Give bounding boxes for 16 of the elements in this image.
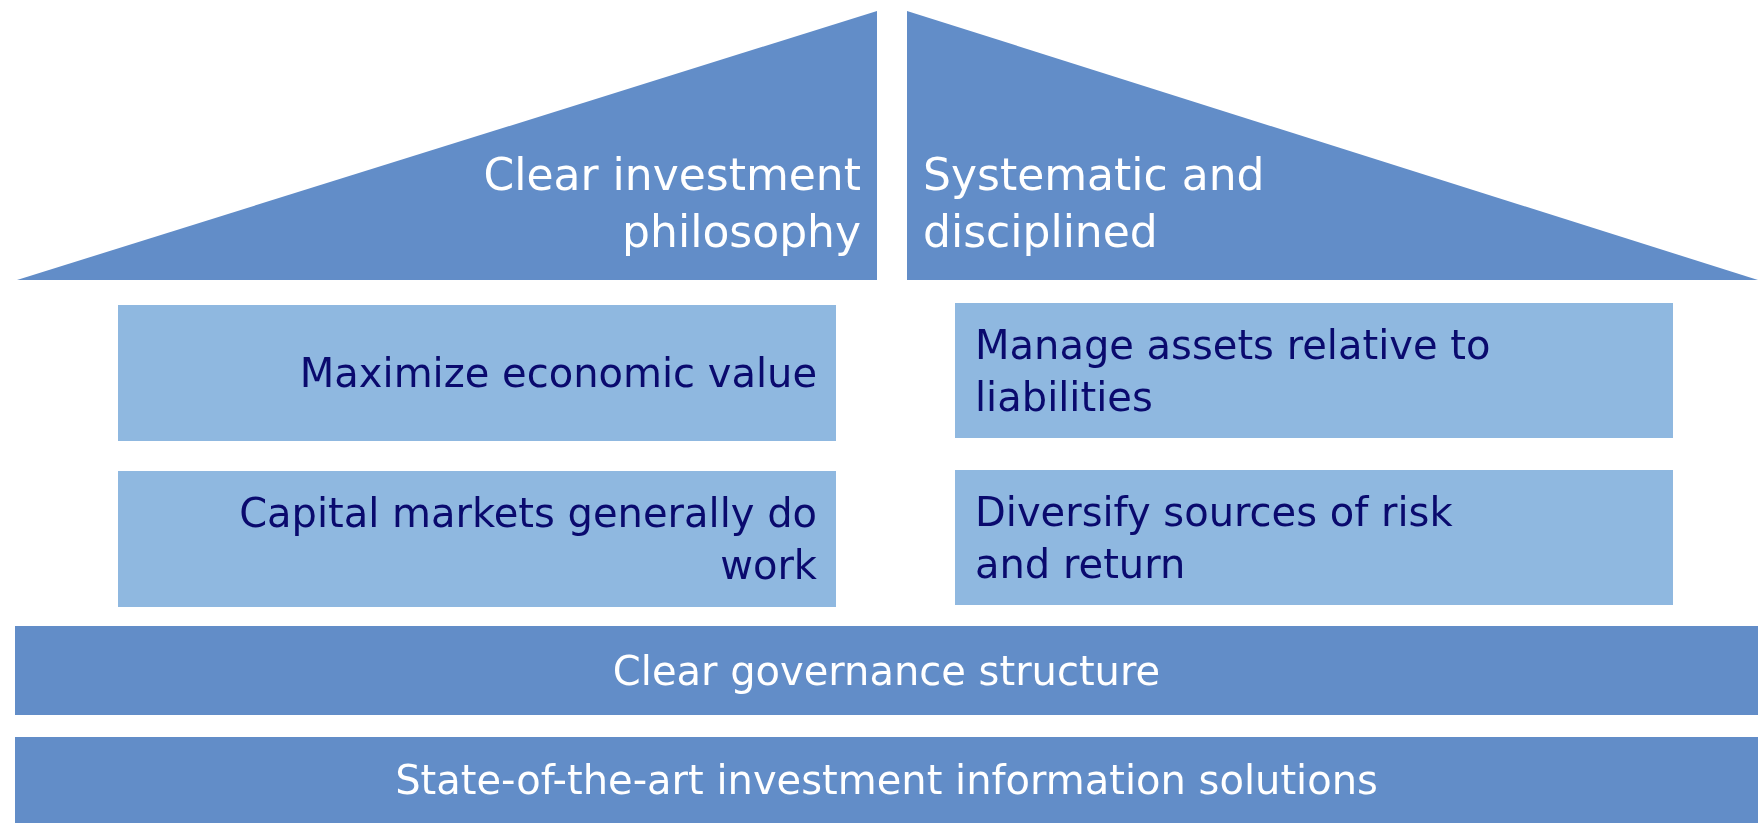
node-label: Maximize economic value — [299, 349, 817, 398]
foundation-bar — [15, 737, 1758, 823]
foundation-bar — [15, 626, 1758, 715]
pillar-box — [118, 471, 836, 607]
node-label: Clear investment philosophy — [482, 147, 861, 259]
pillar-box — [118, 305, 836, 441]
pillar-box — [955, 303, 1673, 438]
node-label: Clear governance structure — [612, 646, 1161, 696]
node-label: Capital markets generally do work — [238, 489, 817, 590]
node-label: State-of-the-art investment information solutions — [395, 756, 1378, 805]
roof-triangle — [17, 11, 877, 280]
roof-triangle — [907, 11, 1758, 280]
pillar-box — [955, 470, 1673, 605]
node-label: Systematic and disciplined — [923, 147, 1266, 259]
node-label: Diversify sources of risk and return — [975, 487, 1454, 589]
node-label: Manage assets relative to liabilities — [975, 320, 1492, 422]
